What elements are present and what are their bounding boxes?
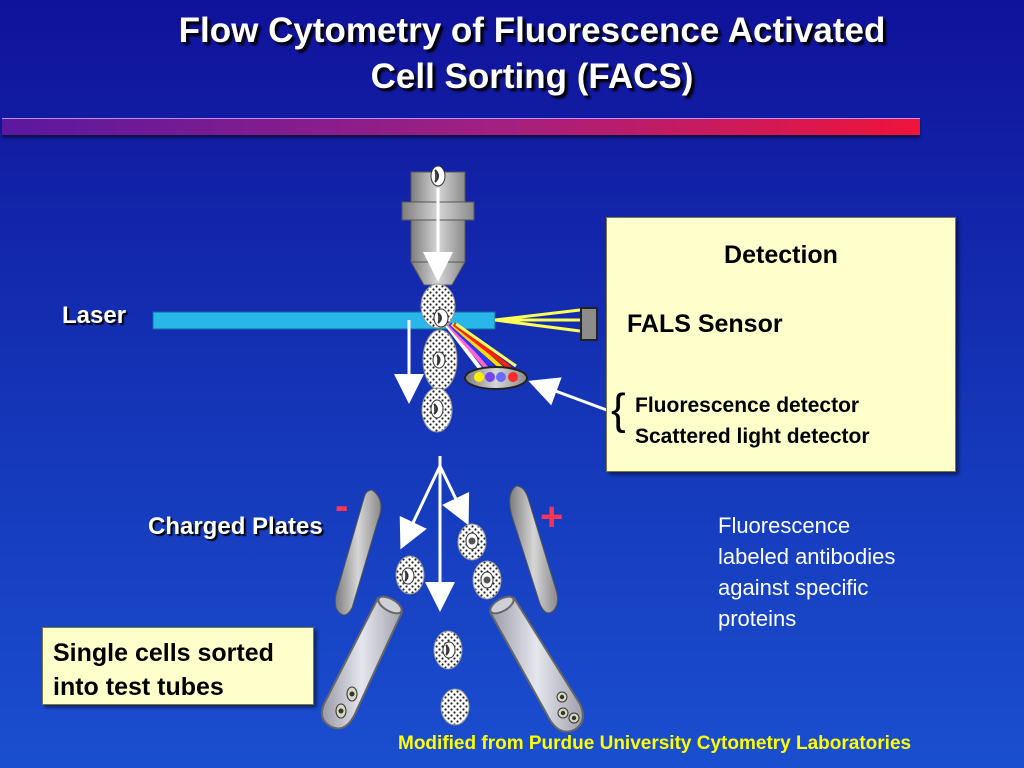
detection-heading: Detection [724, 241, 838, 269]
test-tube-left [320, 595, 404, 730]
droplet-stream [420, 283, 458, 433]
charged-plates-label: Charged Plates [148, 513, 323, 540]
cell-in-nozzle [430, 165, 446, 187]
brace-symbol: { [611, 385, 626, 434]
charged-plate-negative [334, 489, 382, 616]
slide-title: Flow Cytometry of Fluorescence Activated… [40, 8, 1024, 100]
title-divider-bar [2, 118, 920, 136]
fals-sensor-label: FALS Sensor [627, 310, 783, 338]
negative-sign: - [335, 484, 349, 528]
antibodies-note: Fluorescence labeled antibodies against … [718, 510, 895, 634]
antibodies-line-4: proteins [718, 606, 797, 631]
title-line-2: Cell Sorting (FACS) [370, 57, 694, 96]
laser-label: Laser [62, 302, 127, 329]
fluorescence-rays [444, 322, 517, 378]
sorted-note-line-2: into test tubes [53, 673, 224, 701]
credit-line: Modified from Purdue University Cytometr… [398, 733, 912, 754]
antibodies-line-3: against specific [718, 575, 869, 600]
fluorescence-detector-lens [464, 366, 528, 390]
forward-scatter-rays [494, 308, 581, 333]
sorted-droplets [395, 523, 502, 726]
scattered-light-detector-label: Scattered light detector [635, 425, 870, 448]
positive-sign: + [540, 495, 564, 539]
antibodies-line-1: Fluorescence [718, 513, 851, 538]
deflection-arrows [399, 456, 470, 612]
fals-sensor [580, 307, 598, 341]
title-line-1: Flow Cytometry of Fluorescence Activated [178, 11, 886, 50]
sorted-note-line-1: Single cells sorted [53, 639, 274, 667]
detection-box: Detection FALS Sensor { Fluorescence det… [606, 217, 956, 472]
detector-pointer-arrow [528, 377, 621, 417]
fluorescence-detector-label: Fluorescence detector [635, 394, 860, 417]
sorted-cells-note: Single cells sorted into test tubes [42, 627, 314, 705]
charged-plate-positive [509, 485, 559, 614]
antibodies-line-2: labeled antibodies [718, 544, 896, 569]
test-tube-right [488, 595, 584, 733]
